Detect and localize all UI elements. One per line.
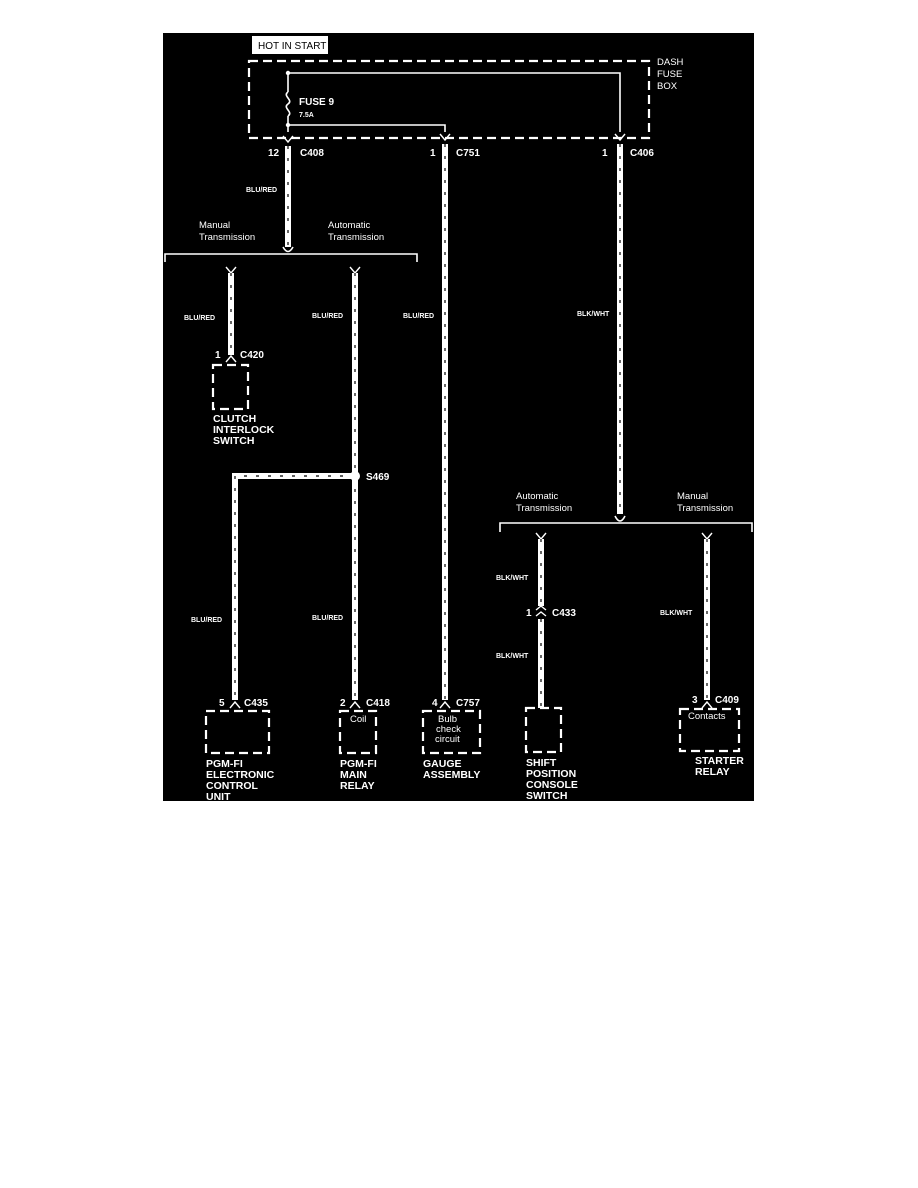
pgm-fi-main-relay-box [338,709,378,755]
fuse-node-bottom [285,122,291,128]
splice-s469-label: S469 [366,472,390,483]
gauge-bulb-check-circuit: Bulb check circuit [435,714,463,745]
left-branch-notch [282,246,294,253]
starter-relay-box [678,707,741,753]
c418-pin: 2 [340,698,346,709]
wire-label-starter: BLK/WHT [660,610,693,617]
c406-label: C406 [630,148,654,159]
pgm-fi-ecu-label: PGM-FI ELECTRONIC CONTROL UNIT [206,758,277,803]
c751-label: C751 [456,148,480,159]
c409-pin: 3 [692,695,698,706]
header-tag: HOT IN START [258,41,326,52]
c408-label: C408 [300,148,324,159]
starter-relay-label: STARTER RELAY [695,755,747,778]
c435-pin: 5 [219,698,225,709]
c420-label: C420 [240,350,264,361]
c408-arrow-icon [282,135,294,144]
wire-label-c408: BLU/RED [246,187,277,194]
right-branch-notch [614,515,626,522]
c420-arrow-icon [225,354,237,363]
c418-label: C418 [366,698,390,709]
left-automatic-label: Automatic Transmission [328,220,384,243]
c751-arrow-icon [439,133,451,142]
c420-pin: 1 [215,350,221,361]
c435-label: C435 [244,698,268,709]
main-relay-coil: Coil [350,714,366,725]
fuse-9-label: FUSE 9 [299,97,334,108]
pgm-fi-ecu-box [204,709,271,755]
fuse-box-feed-c751 [288,124,446,132]
fuse-box-label: DASH FUSE BOX [657,57,686,92]
wire-label-auto: BLU/RED [312,313,343,320]
gauge-assembly-label: GAUGE ASSEMBLY [423,758,480,781]
clutch-interlock-switch-label: CLUTCH INTERLOCK SWITCH [213,413,277,447]
wire-label-c751: BLU/RED [403,313,434,320]
c435-arrow-icon [229,700,241,709]
c409-label: C409 [715,695,739,706]
starter-relay-contacts: Contacts [688,711,726,722]
c406-arrow-icon [614,133,626,142]
splice-s469 [350,471,360,481]
c433-connector-icon [535,605,547,617]
dash-fuse-box [247,59,651,140]
gauge-assembly-box [421,709,482,755]
wire-label-main-relay: BLU/RED [312,615,343,622]
fuse-box-bus [288,72,621,132]
c408-pin: 12 [268,148,280,159]
wire-label-clutch: BLU/RED [184,315,215,322]
c433-label: C433 [552,608,576,619]
clutch-interlock-switch-box [211,363,250,411]
c757-arrow-icon [439,700,451,709]
pgm-fi-main-relay-label: PGM-FI MAIN RELAY [340,758,380,792]
fuse-node-top [285,70,291,76]
right-automatic-label: Automatic Transmission [516,491,572,514]
wire-ecu-texture [234,475,355,700]
c433-pin: 1 [526,608,532,619]
wire-label-shift-upper: BLK/WHT [496,575,529,582]
shift-position-switch-label: SHIFT POSITION CONSOLE SWITCH [526,757,581,802]
right-manual-label: Manual Transmission [677,491,733,514]
c757-label: C757 [456,698,480,709]
right-branch-bracket [499,522,753,532]
left-manual-label: Manual Transmission [199,220,255,243]
wire-label-c406: BLK/WHT [577,311,610,318]
shift-position-switch-box [524,706,563,754]
left-branch-bracket [164,253,418,262]
wire-label-shift-lower: BLK/WHT [496,653,529,660]
fuse-9-symbol [285,91,291,117]
fuse-9-rating: 7.5A [299,112,314,119]
c406-pin: 1 [602,148,608,159]
c409-arrow-icon [701,700,713,709]
c418-arrow-icon [349,700,361,709]
wire-label-ecu: BLU/RED [191,617,222,624]
c757-pin: 4 [432,698,438,709]
header-tag-box [252,36,328,54]
c751-pin: 1 [430,148,436,159]
diagram-background [163,33,754,801]
